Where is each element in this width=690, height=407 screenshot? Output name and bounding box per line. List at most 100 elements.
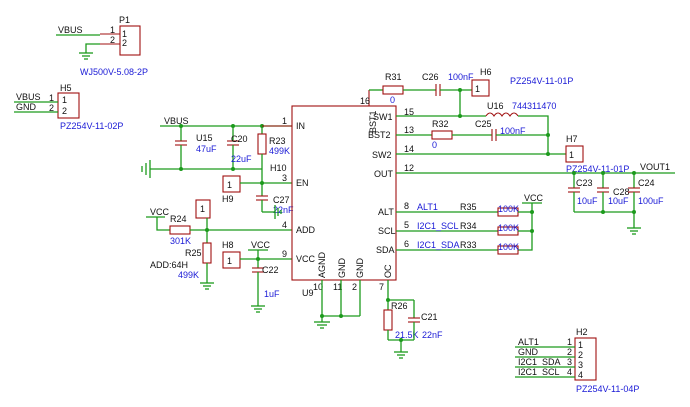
h9-body [222,175,241,193]
h7-body [565,145,584,163]
c27-ref: C27 [273,195,290,205]
ic-pin-num-right: 15 [404,107,414,117]
ic-pin-name-left: VCC [296,254,316,264]
net-vcc-pullup: VCC [524,193,544,203]
net-alt1-u9: ALT1 [417,202,438,212]
h5-ref: H5 [60,83,72,93]
h6-body [471,79,490,97]
net-scl-u9: I2C1_SCL [417,221,459,231]
ground-icon [262,205,282,219]
connector-h2: H2 1 2 3 4 1 2 3 4 PZ254V-11-04P [567,327,639,394]
r34-value: 100K [498,223,519,233]
p1-pin1-num: 1 [110,25,115,35]
c25-value: 100nF [500,126,526,136]
r24-value: 301K [170,236,191,246]
r25-ref: R25 [185,248,202,258]
ic-pin-name-bottom: GND [337,258,347,279]
ground-icon [200,282,214,290]
ground-icon [314,321,330,329]
h2-part: PZ254V-11-04P [576,384,639,394]
ground-icon [627,227,641,235]
c20-value: 22uF [231,154,252,164]
r32-ref: R32 [432,119,449,129]
add-note: ADD:64H [150,260,188,270]
r26-ref: R26 [391,301,408,311]
h8-pin: 1 [227,256,232,266]
svg-text:1: 1 [200,204,205,214]
ic-pin-num-bottom: 10 [313,282,323,292]
c25-ref: C25 [475,119,492,129]
r25-value: 499K [178,270,199,280]
ic-pin-num-left: 9 [282,249,287,259]
h7-part: PZ254V-11-01P [566,164,629,174]
ic-pin-name-left: ADD [296,225,316,235]
ic-pin-name-right: SW2 [372,150,392,160]
p1-ref: P1 [119,15,130,25]
ic-pin-num-left: 4 [282,220,287,230]
c26-ref: C26 [422,72,439,82]
ic-pin-name-right: BST2 [368,130,391,140]
h2-pin-label: 1 [578,340,583,350]
net-vbus-h5: VBUS [16,92,41,102]
net-vbus-p1: VBUS [58,25,83,35]
c23-value: 10uF [577,196,598,206]
h5-pin2-num: 2 [49,103,54,113]
h7-ref: H7 [566,134,578,144]
h5-pin1-num: 1 [49,93,54,103]
r31-value: 0 [390,95,395,105]
c20-ref: C20 [231,134,248,144]
u16-ref: U16 [487,101,504,111]
h2-pin-num: 2 [567,347,572,357]
h7-pin: 1 [569,150,574,160]
ic-pin-num-bottom: 7 [379,282,384,292]
net-sda-u9: I2C1_SDA [417,240,460,250]
inductor-u16 [485,112,519,117]
net-vcc-h8: VCC [251,240,271,250]
h6-ref: H6 [480,67,492,77]
p1-body [119,25,141,56]
c21-value: 22nF [422,330,443,340]
h2-pin-label: 4 [578,370,583,380]
h9-ref: H9 [222,194,234,204]
c22-value: 1uF [264,289,280,299]
r35-value: 100K [498,204,519,214]
r34-ref: R34 [460,221,477,231]
r23-ref: R23 [269,136,286,146]
ic-pin-name-bottom: GND [355,258,365,279]
connector-h5: H5 1 2 1 2 PZ254V-11-02P [49,83,123,131]
c28-ref: C28 [613,187,630,197]
c28-value: 10uF [608,196,629,206]
h5-pin2-label: 2 [62,106,67,116]
h10-ref: H10 [270,163,287,173]
r24-ref: R24 [170,214,187,224]
ic-u9-ref: U9 [302,288,314,298]
u16-value: 744311470 [512,101,556,111]
h9-pin: 1 [227,180,232,190]
p1-pin2-num: 2 [110,35,115,45]
ic-pin-name-right: SW1 [373,112,393,122]
ic-u9-body [291,105,397,281]
c24-value: 100uF [638,196,664,206]
r33-value: 100K [498,242,519,252]
h6-pin: 1 [475,84,480,94]
ic-pin-num-right: 8 [404,201,409,211]
ic-pin-num-bottom: 2 [352,282,357,292]
p1-pin1-label: 1 [122,29,127,39]
h8-ref: H8 [222,240,234,250]
ic-pin-name-left: EN [296,178,309,188]
h5-body [57,92,80,119]
ic-pin-num-bottom: 11 [333,282,342,292]
h8-body [222,251,241,269]
ic-pin-name-top: BST1 [368,110,378,133]
connector-p1: P1 1 2 1 2 WJ500V-5.08-2P [80,15,148,77]
c26-value: 100nF [448,72,474,82]
ic-pin-num-top: 16 [360,96,370,106]
r35-ref: R35 [460,202,477,212]
r31-ref: R31 [385,72,402,82]
p1-part: WJ500V-5.08-2P [80,67,148,77]
ground-icon [141,160,151,178]
ic-pin-name-right: SCL [378,226,396,236]
net-sda-h2: I2C1_SDA [518,357,561,367]
c27-value: 22nF [273,205,294,215]
